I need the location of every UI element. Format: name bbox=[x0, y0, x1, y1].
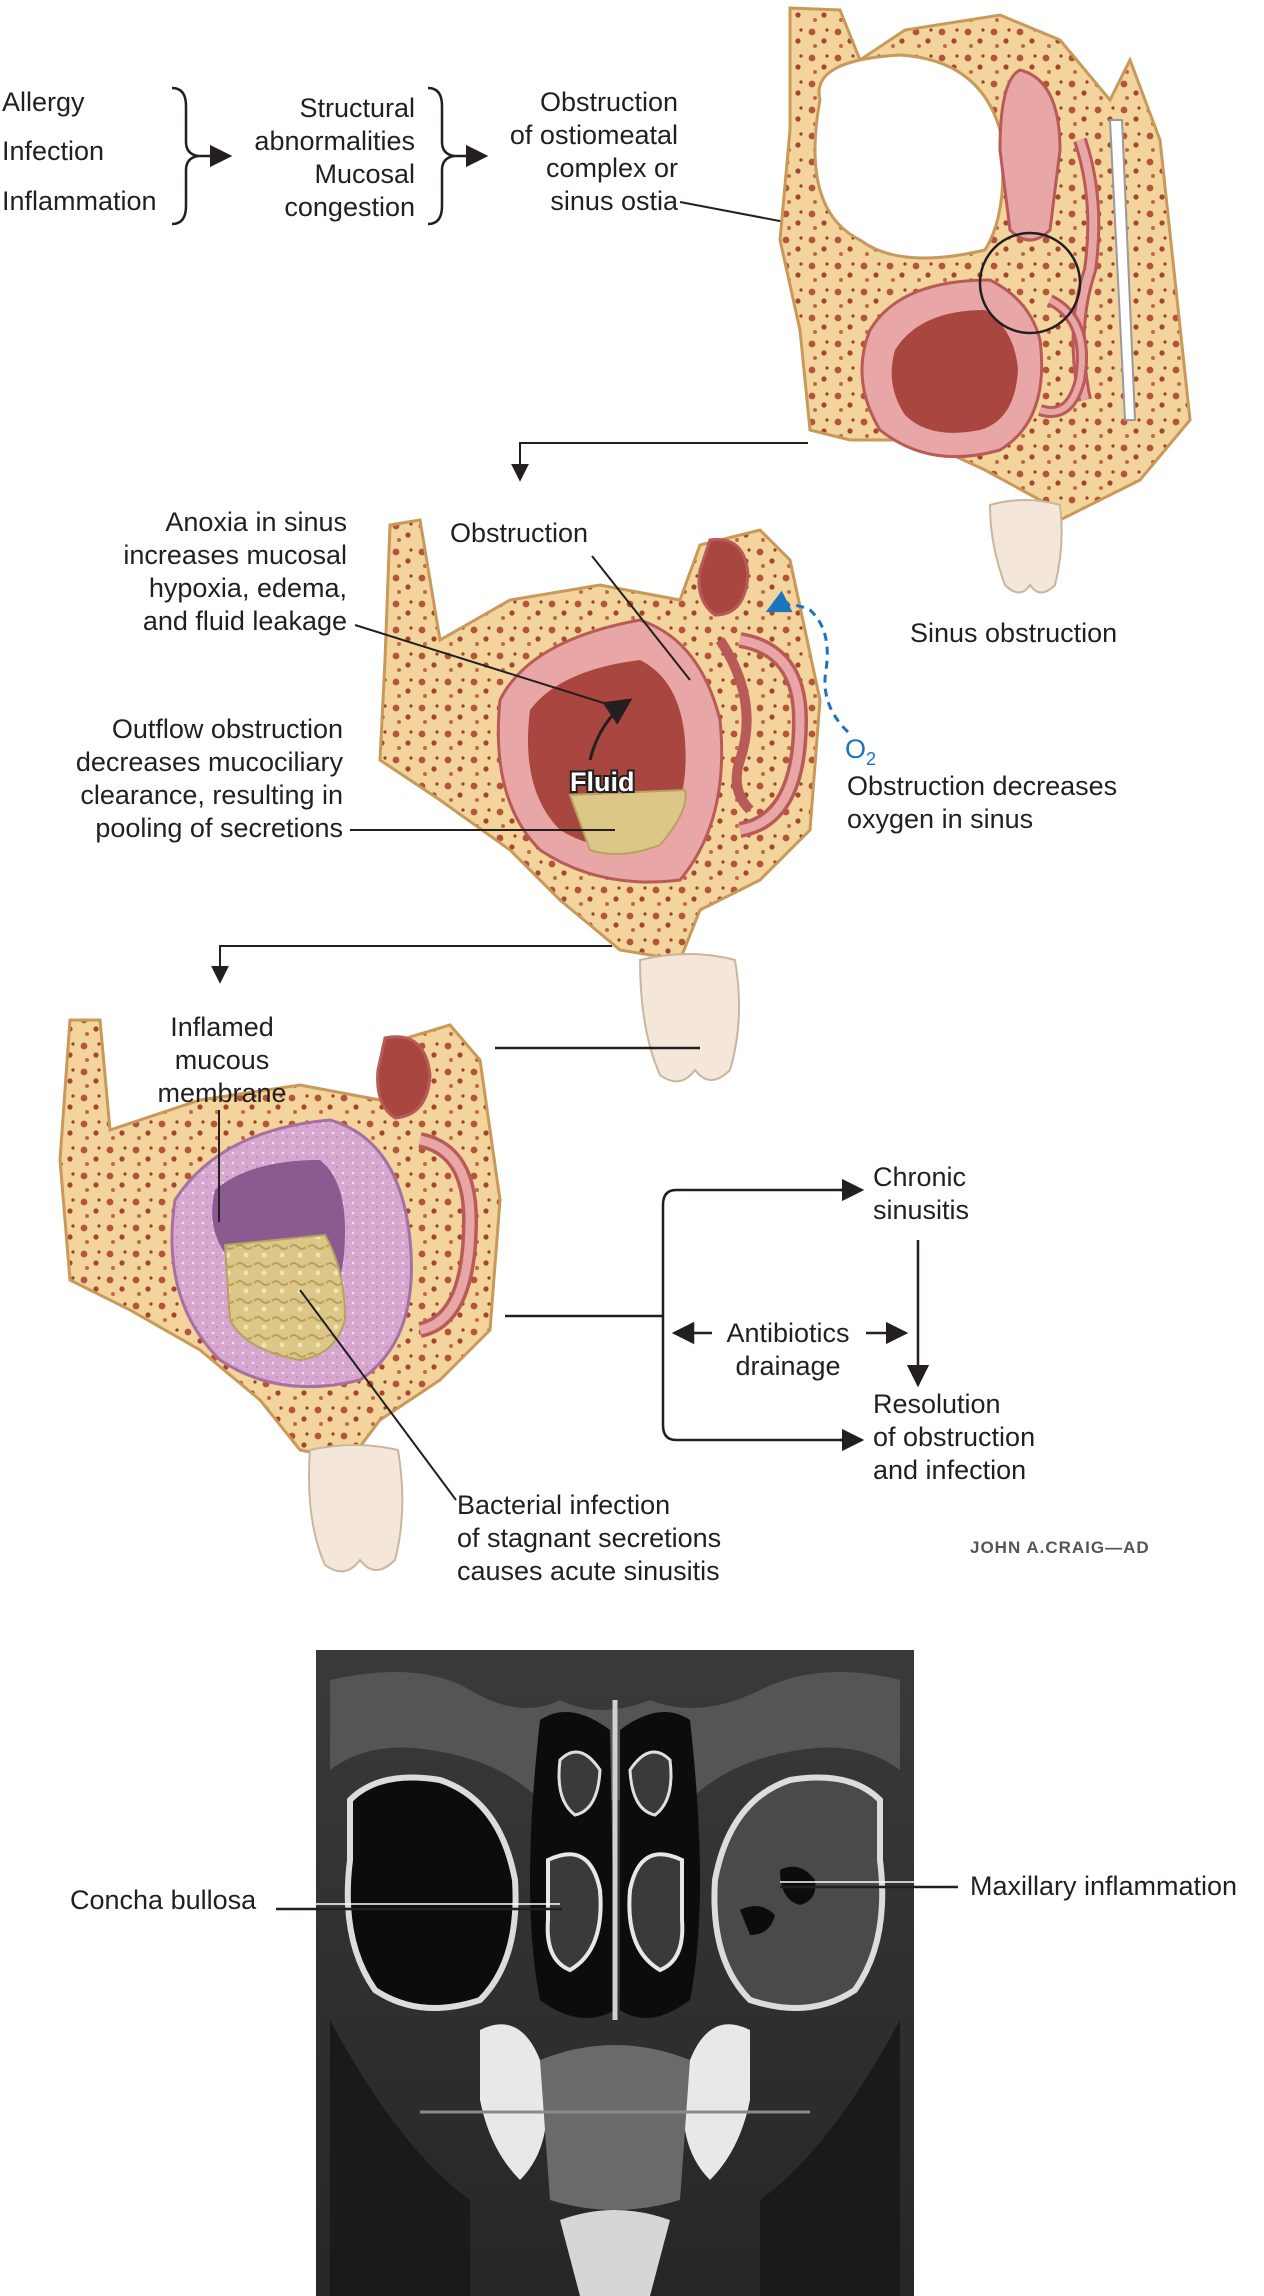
chronic-text: Chronic sinusitis bbox=[873, 1162, 969, 1225]
anoxia-line-4: and fluid leakage bbox=[143, 606, 347, 636]
oxygen-line-1: Obstruction decreases bbox=[847, 771, 1117, 801]
result-line-3: complex or bbox=[546, 153, 678, 183]
result-line-4: sinus ostia bbox=[550, 186, 679, 216]
panel2-sinus-illustration bbox=[378, 518, 822, 1083]
panel3-tooth bbox=[308, 1444, 404, 1573]
resolution-line-1: Resolution bbox=[873, 1389, 1001, 1419]
flow-arrow-panel2-to-3 bbox=[211, 945, 612, 984]
panel1-tooth bbox=[988, 499, 1063, 594]
panel2-fluid-label: Fluid bbox=[570, 767, 634, 797]
ct-label-maxillary-inflammation: Maxillary inflammation bbox=[970, 1871, 1237, 1901]
outflow-line-2: decreases mucociliary bbox=[76, 747, 344, 777]
causes-list: Allergy Infection Inflammation bbox=[2, 87, 157, 216]
bacterial-line-2: of stagnant secretions bbox=[457, 1523, 721, 1553]
chronic-line-1: Chronic bbox=[873, 1162, 966, 1192]
condition-line-2: abnormalities bbox=[254, 126, 415, 156]
cause-allergy: Allergy bbox=[2, 87, 85, 117]
bacterial-line-1: Bacterial infection bbox=[457, 1490, 670, 1520]
condition-line-3: Mucosal bbox=[314, 159, 415, 189]
bacterial-line-3: causes acute sinusitis bbox=[457, 1556, 720, 1586]
panel2-obstruction-label: Obstruction bbox=[450, 518, 588, 548]
anoxia-line-3: hypoxia, edema, bbox=[149, 573, 347, 603]
causes-brace bbox=[171, 86, 199, 226]
chronic-line-2: sinusitis bbox=[873, 1195, 969, 1225]
result-line-2: of ostiomeatal bbox=[510, 120, 678, 150]
obstruction-result: Obstruction of ostiomeatal complex or si… bbox=[510, 87, 679, 216]
artist-signature: JOHN A.CRAIG—AD bbox=[970, 1538, 1150, 1557]
oxygen-text: Obstruction decreases oxygen in sinus bbox=[847, 771, 1117, 834]
resolution-text: Resolution of obstruction and infection bbox=[873, 1389, 1035, 1485]
outcome-bracket bbox=[661, 1188, 860, 1442]
resolution-line-2: of obstruction bbox=[873, 1422, 1035, 1452]
leader-obstruction bbox=[591, 555, 691, 681]
ct-label-concha-bullosa: Concha bullosa bbox=[70, 1885, 257, 1915]
outflow-text: Outflow obstruction decreases mucociliar… bbox=[76, 714, 344, 843]
o2-label: O2 bbox=[845, 734, 876, 769]
treatment-line-2: drainage bbox=[735, 1351, 840, 1381]
oxygen-line-2: oxygen in sinus bbox=[847, 804, 1033, 834]
bacterial-text: Bacterial infection of stagnant secretio… bbox=[457, 1490, 721, 1586]
outflow-line-1: Outflow obstruction bbox=[112, 714, 343, 744]
inflamed-text: Inflamed mucous membrane bbox=[157, 1012, 286, 1108]
obstruction-circle-marker bbox=[978, 231, 1082, 335]
panel2-tooth bbox=[638, 953, 740, 1083]
panel1-caption: Sinus obstruction bbox=[910, 618, 1117, 648]
panel2-fluid-pool bbox=[568, 788, 687, 855]
flow-arrow-panel1-to-2 bbox=[511, 442, 808, 482]
condition-line-4: congestion bbox=[284, 192, 415, 222]
outflow-line-4: pooling of secretions bbox=[95, 813, 343, 843]
inflamed-line-2: mucous bbox=[175, 1045, 270, 1075]
anoxia-line-2: increases mucosal bbox=[123, 540, 347, 570]
anoxia-text: Anoxia in sinus increases mucosal hypoxi… bbox=[123, 507, 347, 636]
leader-anoxia bbox=[354, 624, 611, 706]
cause-inflammation: Inflammation bbox=[2, 186, 157, 216]
leader-bacterial bbox=[299, 1289, 457, 1501]
anoxia-line-1: Anoxia in sinus bbox=[165, 507, 347, 537]
outflow-line-3: clearance, resulting in bbox=[80, 780, 343, 810]
panel2-fluid-arrow bbox=[588, 698, 633, 761]
inflamed-line-3: membrane bbox=[157, 1078, 286, 1108]
inflamed-line-1: Inflamed bbox=[170, 1012, 274, 1042]
treatment-line-1: Antibiotics bbox=[726, 1318, 849, 1348]
resolution-line-3: and infection bbox=[873, 1455, 1026, 1485]
ct-scan-image bbox=[316, 1650, 914, 2296]
conditions-list: Structural abnormalities Mucosal congest… bbox=[254, 93, 415, 222]
cause-infection: Infection bbox=[2, 136, 104, 166]
panel1-sinus-illustration bbox=[778, 6, 1192, 594]
o2-dashed-arrow bbox=[765, 590, 850, 734]
condition-line-1: Structural bbox=[299, 93, 415, 123]
treatment-text: Antibiotics drainage bbox=[726, 1318, 849, 1381]
conditions-brace bbox=[427, 86, 455, 226]
result-line-1: Obstruction bbox=[540, 87, 678, 117]
panel3-pus bbox=[223, 1233, 347, 1362]
panel3-sinus-illustration bbox=[58, 1018, 502, 1573]
